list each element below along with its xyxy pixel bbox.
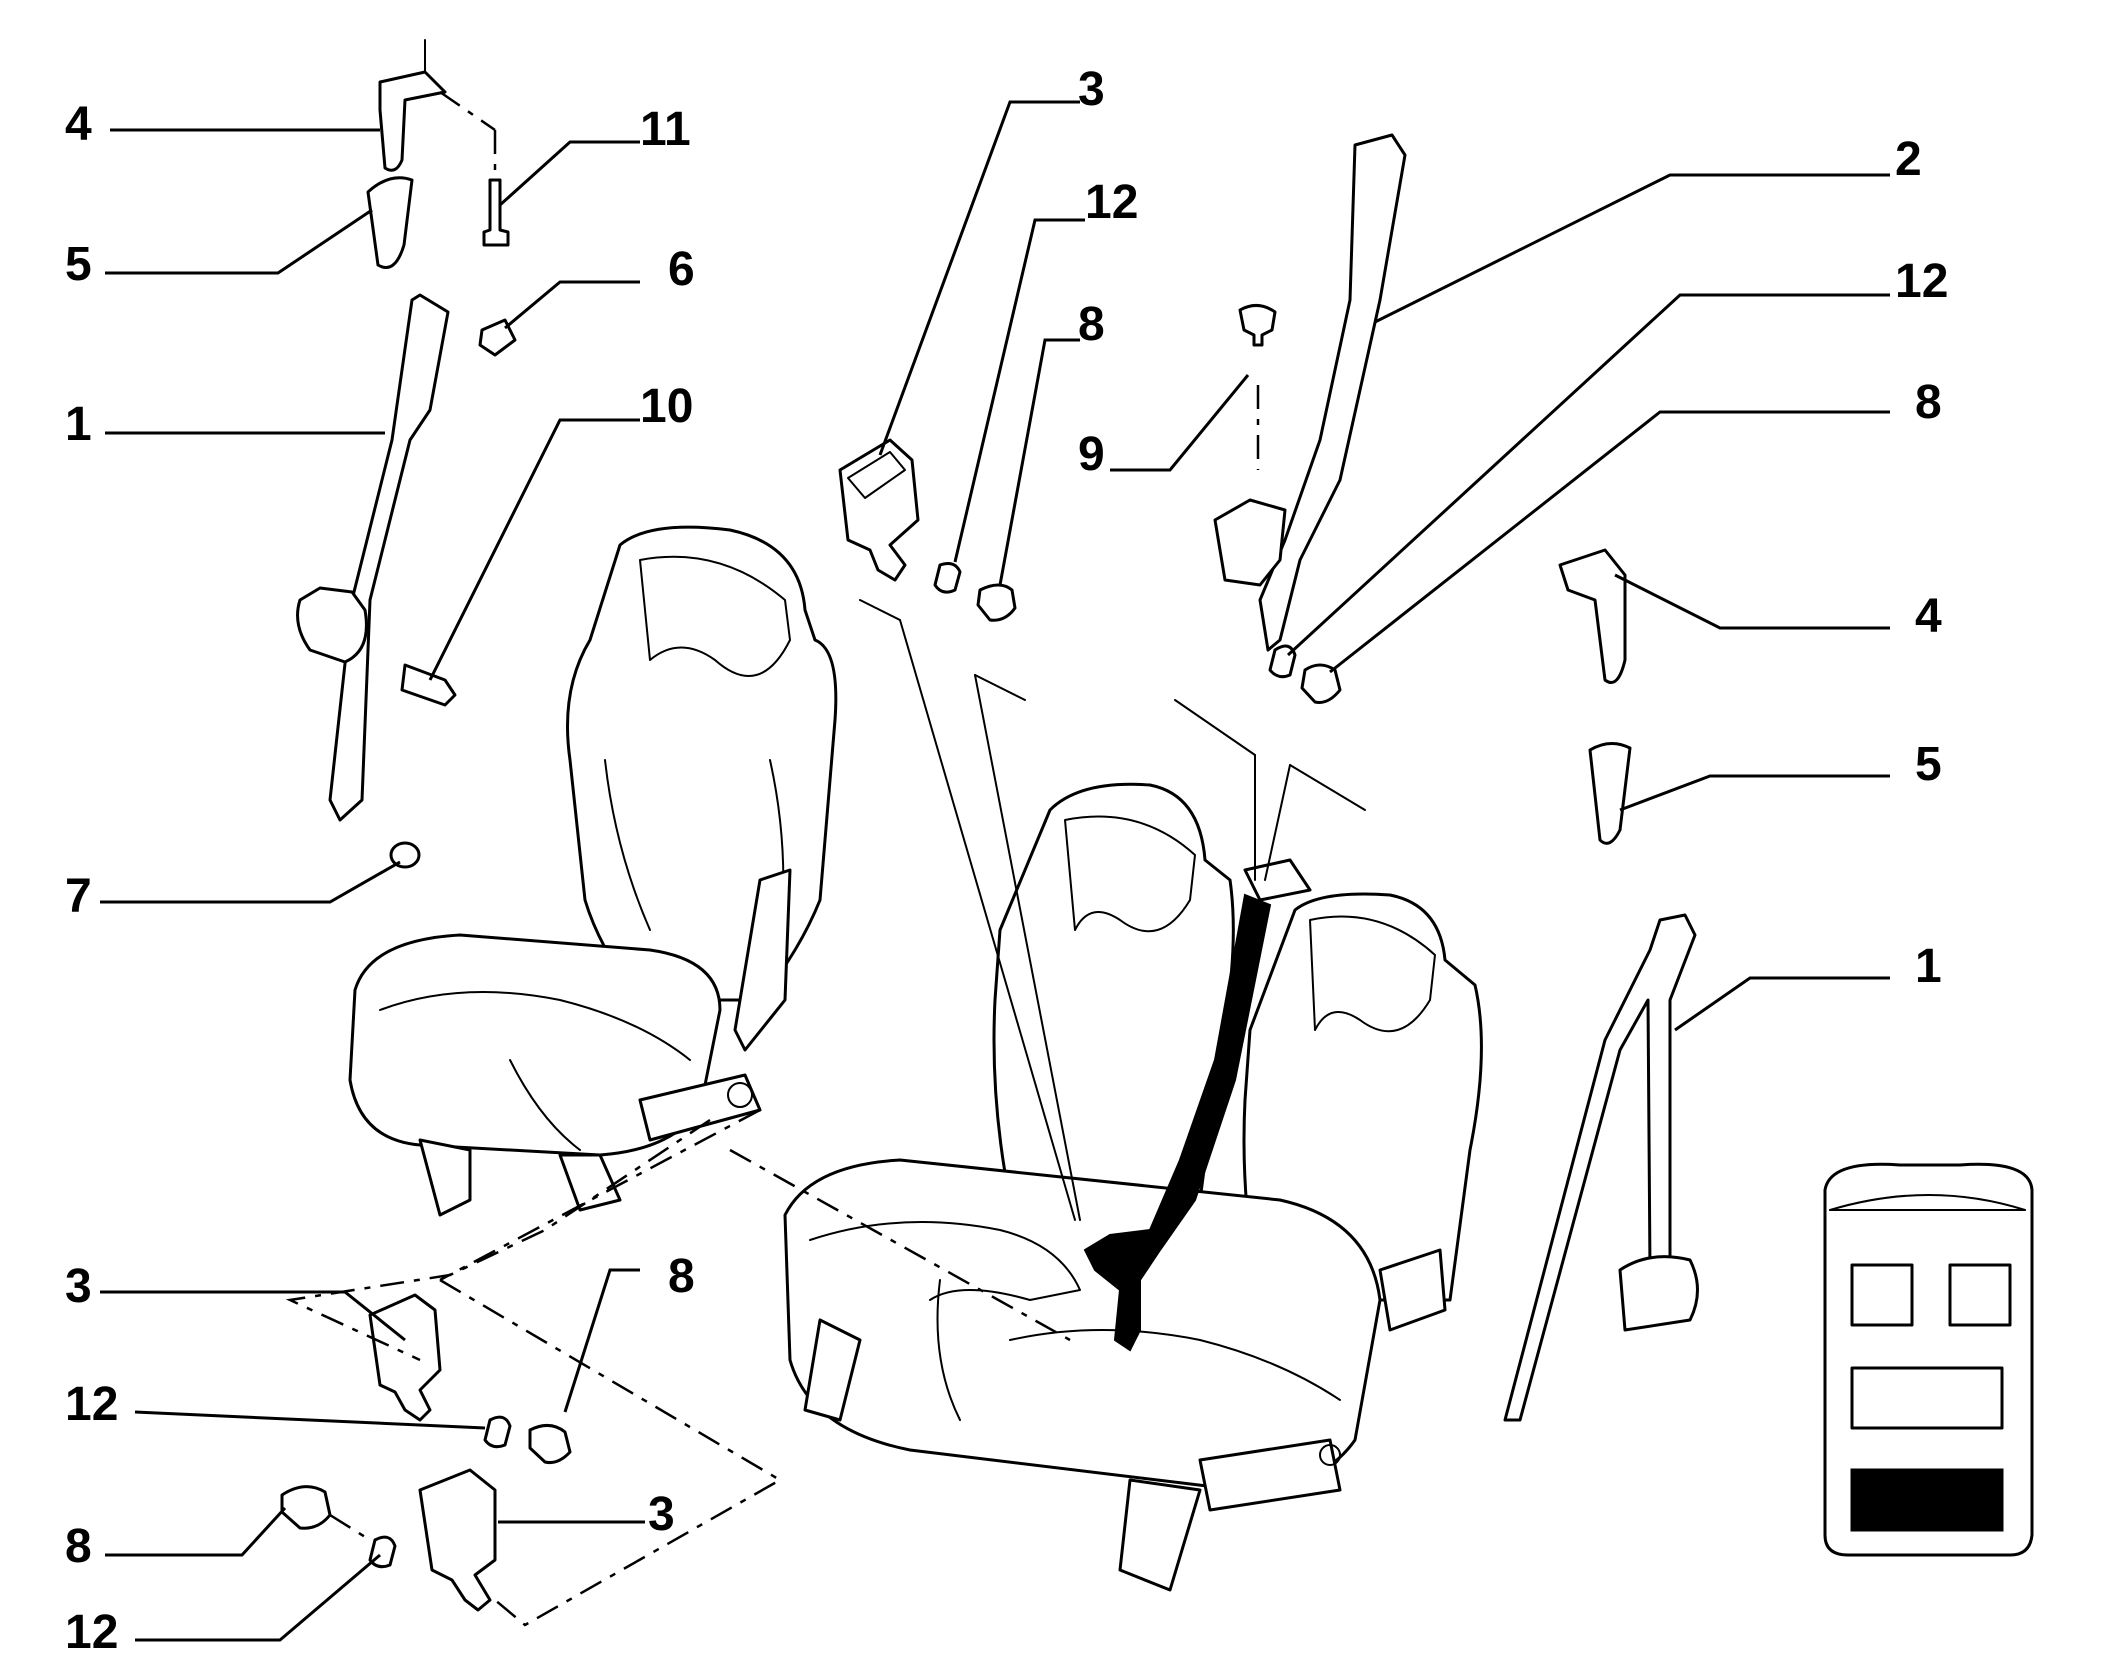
bolt-11 <box>482 178 510 247</box>
recline-rail <box>733 868 792 1052</box>
callout-1-right: 1 <box>1915 940 1942 993</box>
callout-10: 10 <box>640 380 693 433</box>
buckle-bl <box>368 1293 442 1422</box>
callout-5-left: 5 <box>65 238 92 291</box>
callout-numbers: 4 11 5 6 1 10 7 3 12 8 9 2 12 8 4 5 1 3 … <box>65 63 1948 1655</box>
belt-guide-left <box>366 176 414 269</box>
callout-9: 9 <box>1078 428 1105 481</box>
callout-7: 7 <box>65 870 92 923</box>
bolt-right <box>1300 663 1342 704</box>
center-retractor-set <box>1213 133 1407 704</box>
vehicle-locator <box>1823 1162 2034 1557</box>
callout-11: 11 <box>640 103 691 156</box>
cap-7 <box>389 841 421 869</box>
callout-5-right: 5 <box>1915 738 1942 791</box>
bolt-top <box>976 583 1017 622</box>
bench-cushion <box>783 1158 1382 1492</box>
single-seat-base <box>418 1138 472 1217</box>
top-buckle-set <box>838 438 1017 622</box>
vehicle-outline <box>1823 1162 2034 1557</box>
center-seat-belt <box>1083 893 1272 1352</box>
single-seat-cushion <box>348 933 722 1157</box>
anchor-bracket-left <box>378 70 447 172</box>
locator-middle-row <box>1850 1366 2004 1430</box>
belt-guide-right <box>1588 742 1632 845</box>
callout-1-left: 1 <box>65 398 92 451</box>
washer-top <box>933 562 962 594</box>
leader-lines <box>100 100 1890 1642</box>
callout-6: 6 <box>668 243 695 296</box>
callout-8-bl: 8 <box>668 1250 695 1303</box>
locator-front-left-seat <box>1850 1263 1914 1327</box>
belt-strap-left <box>328 293 450 822</box>
bolt-10 <box>400 663 457 707</box>
single-seat-backrest <box>566 525 838 1002</box>
anchor-bracket-right <box>1558 548 1627 684</box>
retractor-right <box>1618 1255 1699 1332</box>
callout-12-top: 12 <box>1085 176 1138 229</box>
washer-bl <box>483 1415 512 1449</box>
bolt-bottom <box>280 1485 332 1530</box>
belt-strap-right <box>1503 913 1697 1422</box>
right-belt-assembly <box>1503 548 1699 1422</box>
callout-4-right: 4 <box>1915 590 1942 643</box>
callout-8-bottom: 8 <box>65 1520 92 1573</box>
bench-left-backrest <box>992 782 1235 1202</box>
callout-3-top: 3 <box>1078 63 1105 116</box>
bottom-buckle-set <box>280 1108 1071 1627</box>
retractor-center <box>1213 498 1287 587</box>
callout-12-bottom: 12 <box>65 1606 118 1655</box>
bench-seat <box>783 699 1483 1592</box>
callout-12-right: 12 <box>1895 255 1948 308</box>
buckle-br <box>418 1468 497 1612</box>
locator-rear-row-highlight <box>1850 1468 2004 1532</box>
callout-3-bl: 3 <box>65 1260 92 1313</box>
callout-8-top: 8 <box>1078 298 1105 351</box>
callout-2: 2 <box>1895 133 1922 186</box>
locator-front-right-seat <box>1948 1263 2012 1327</box>
callout-8-right: 8 <box>1915 376 1942 429</box>
bolt-9 <box>1238 304 1277 347</box>
callout-4-left: 4 <box>65 98 92 151</box>
belt-strap-center <box>1258 133 1407 652</box>
callout-3-br: 3 <box>648 1488 675 1541</box>
buckle-top <box>838 438 920 582</box>
retractor-left <box>296 586 368 664</box>
left-belt-assembly <box>296 39 517 869</box>
bolt-bl <box>528 1424 572 1464</box>
callout-12-bl: 12 <box>65 1378 118 1431</box>
single-seat <box>348 525 838 1217</box>
